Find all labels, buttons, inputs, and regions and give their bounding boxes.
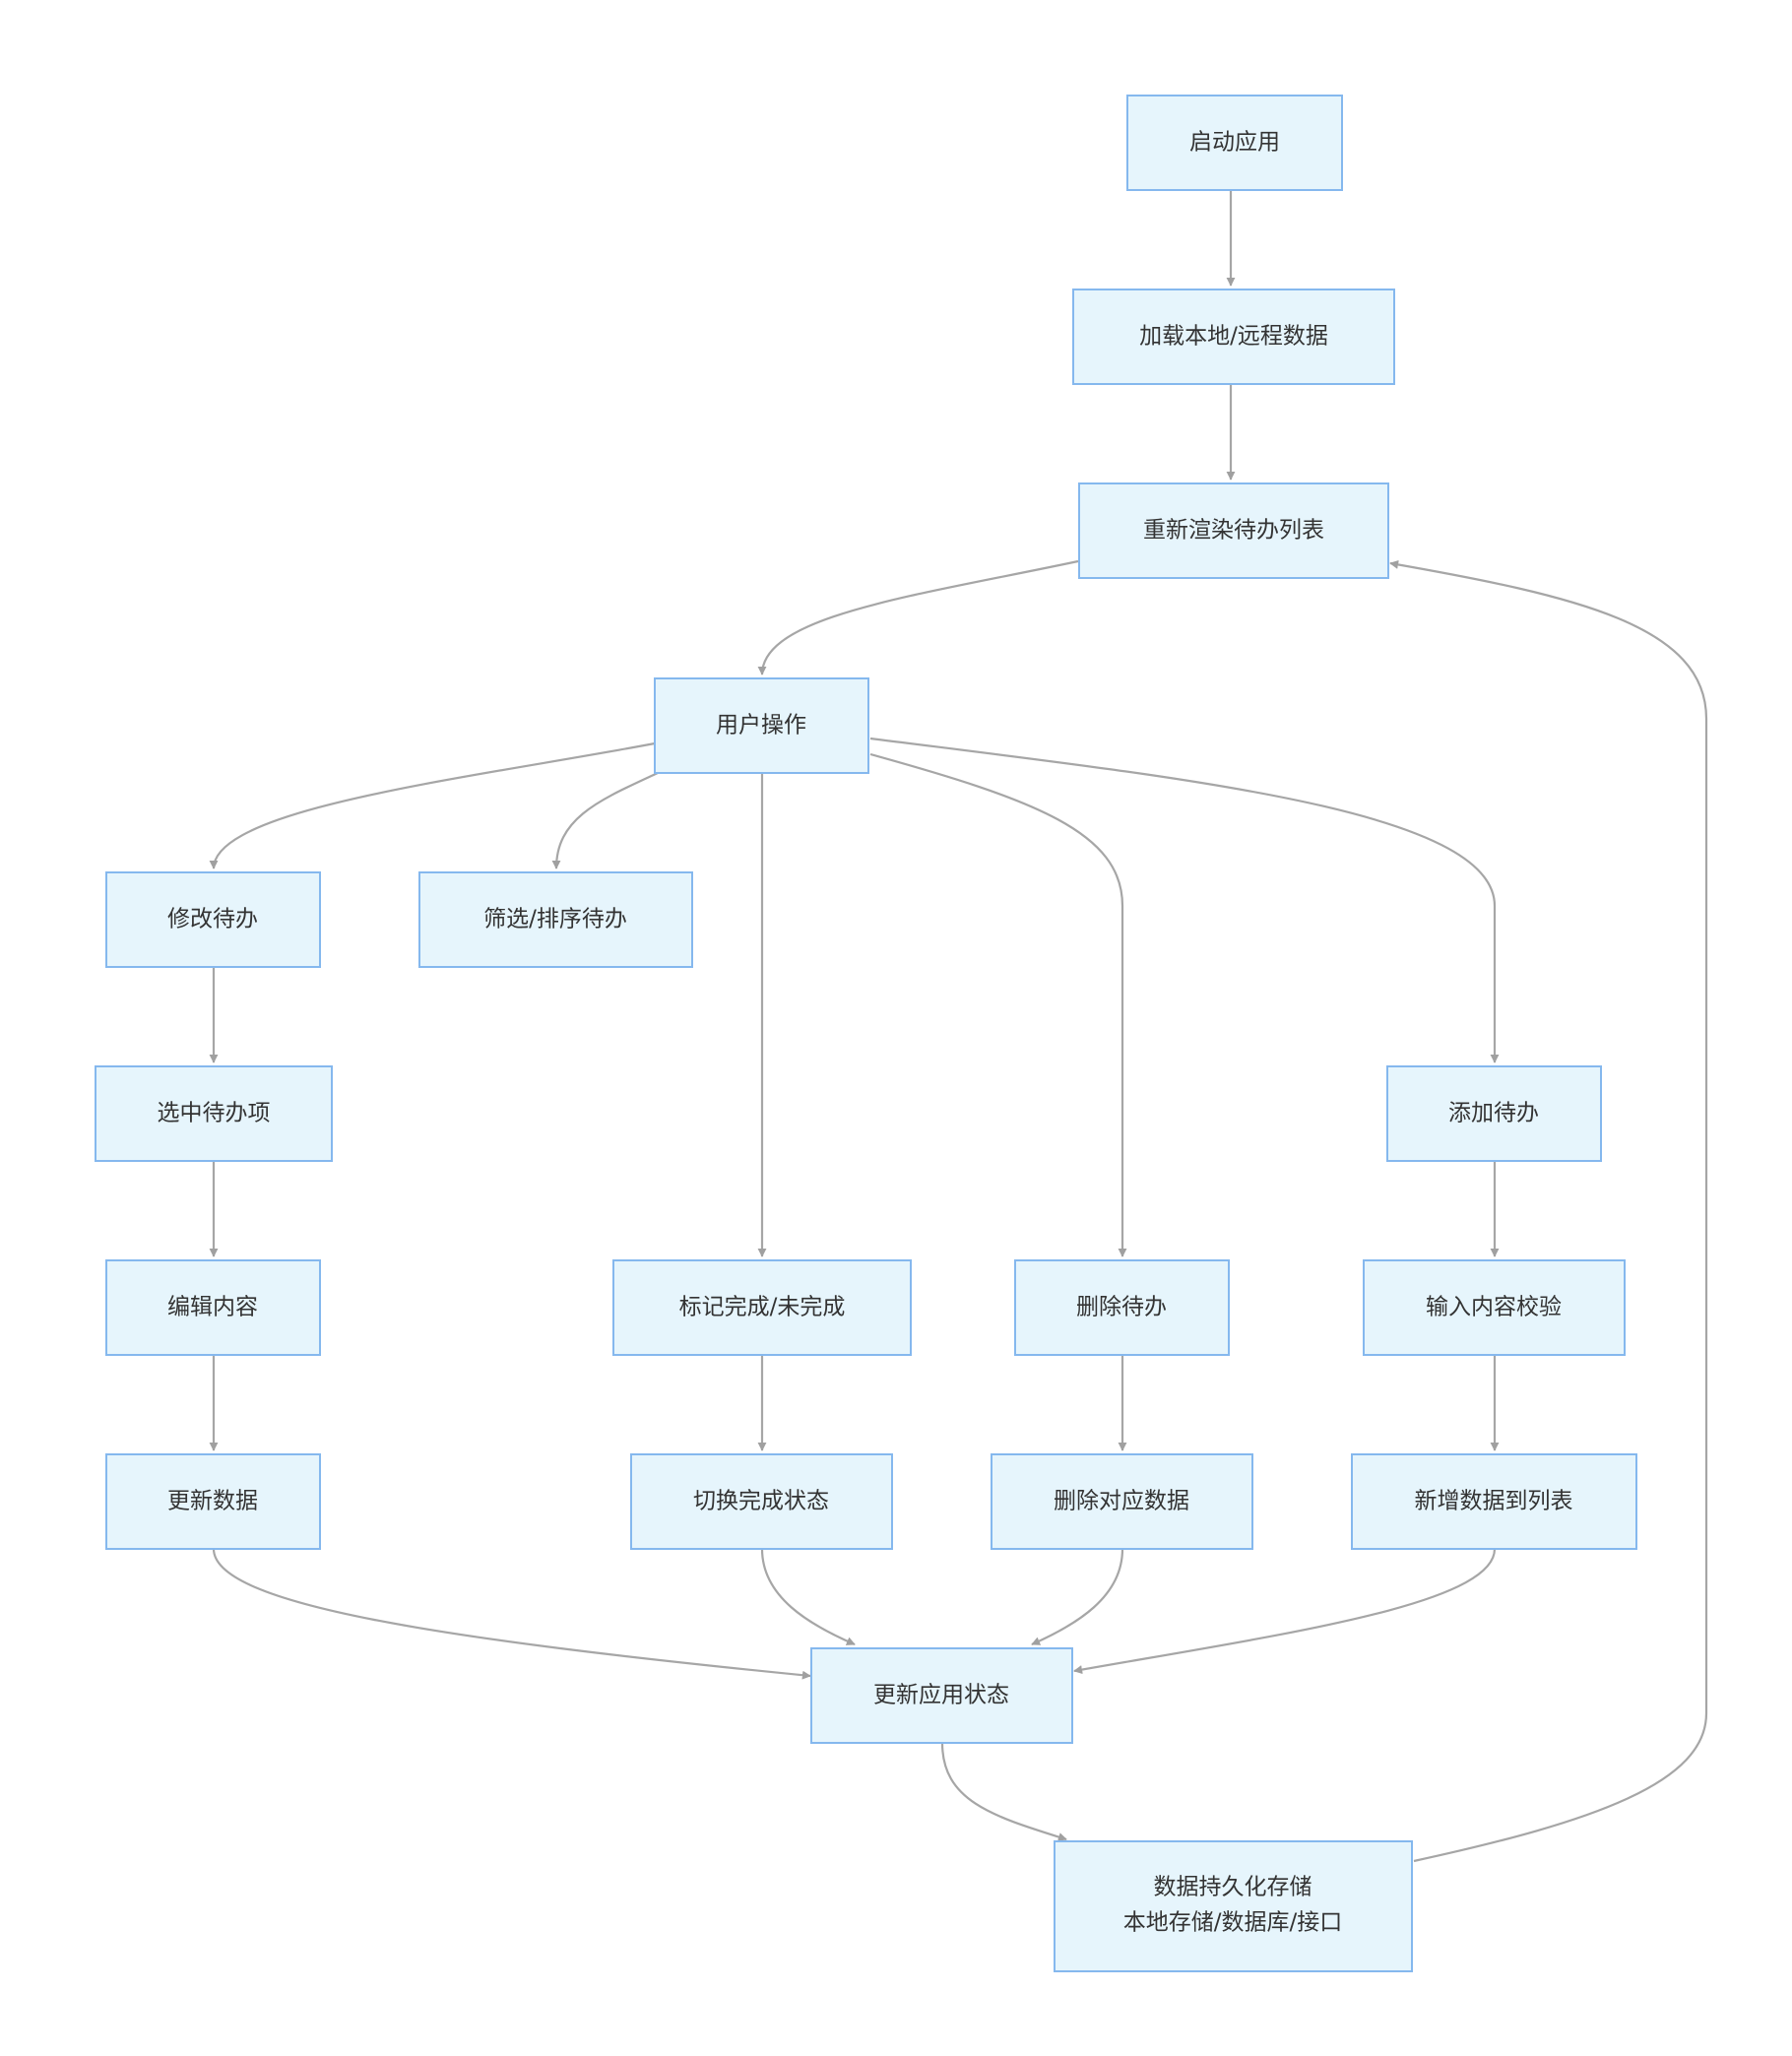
node-render-label: 重新渲染待办列表 (1143, 518, 1324, 544)
node-update-data-label: 更新数据 (167, 1489, 258, 1514)
node-filter-label: 筛选/排序待办 (483, 907, 627, 932)
node-delete-data-label: 删除对应数据 (1054, 1489, 1189, 1514)
node-delete-data[interactable]: 删除对应数据 (991, 1453, 1253, 1550)
node-validate-label: 输入内容校验 (1426, 1295, 1562, 1320)
node-load[interactable]: 加载本地/远程数据 (1072, 289, 1395, 385)
node-edit[interactable]: 编辑内容 (105, 1259, 321, 1356)
node-persist-label-line1: 数据持久化存储 (1154, 1875, 1312, 1900)
edge-persist-to-render (1389, 559, 1708, 1863)
node-select[interactable]: 选中待办项 (95, 1065, 333, 1162)
edge-user-op-to-filter (551, 772, 659, 869)
node-toggle[interactable]: 切换完成状态 (630, 1453, 893, 1550)
node-add[interactable]: 添加待办 (1386, 1065, 1602, 1162)
node-start[interactable]: 启动应用 (1126, 95, 1343, 191)
edge-user-op-to-add (869, 737, 1500, 1063)
node-modify-label: 修改待办 (167, 907, 258, 932)
node-mark-label: 标记完成/未完成 (679, 1295, 846, 1320)
node-add-data[interactable]: 新增数据到列表 (1351, 1453, 1637, 1550)
node-validate[interactable]: 输入内容校验 (1363, 1259, 1626, 1356)
edge-user-op-to-delete (869, 752, 1127, 1257)
edge-user-op-to-modify (209, 741, 656, 869)
node-edit-label: 编辑内容 (167, 1295, 258, 1320)
node-delete[interactable]: 删除待办 (1014, 1259, 1230, 1356)
node-select-label: 选中待办项 (158, 1101, 271, 1126)
node-delete-label: 删除待办 (1076, 1295, 1167, 1320)
node-user-op-label: 用户操作 (716, 713, 806, 739)
node-start-label: 启动应用 (1189, 130, 1280, 156)
node-update-state[interactable]: 更新应用状态 (810, 1647, 1073, 1744)
edge-update-state-to-persist (940, 1742, 1067, 1841)
node-render[interactable]: 重新渲染待办列表 (1078, 482, 1389, 579)
node-filter[interactable]: 筛选/排序待办 (418, 871, 693, 968)
edge-render-to-user-op (757, 559, 1079, 675)
node-add-data-label: 新增数据到列表 (1415, 1489, 1573, 1514)
edge-add-data-to-update-state (1073, 1548, 1497, 1675)
nodes: 启动应用 加载本地/远程数据 重新渲染待办列表 用户操作 修改待办 筛选/排序待… (95, 95, 1637, 1972)
node-mark[interactable]: 标记完成/未完成 (612, 1259, 912, 1356)
node-persist-label-line2: 本地存储/数据库/接口 (1123, 1910, 1343, 1936)
edges (209, 190, 1708, 1863)
node-add-label: 添加待办 (1448, 1101, 1539, 1126)
node-user-op[interactable]: 用户操作 (654, 677, 869, 774)
edge-delete-data-to-update-state (1031, 1548, 1124, 1646)
node-toggle-label: 切换完成状态 (693, 1489, 829, 1514)
edge-update-data-to-update-state (212, 1548, 811, 1680)
node-persist[interactable]: 数据持久化存储 本地存储/数据库/接口 (1054, 1840, 1413, 1972)
node-load-label: 加载本地/远程数据 (1139, 324, 1328, 350)
node-update-state-label: 更新应用状态 (873, 1683, 1009, 1708)
node-modify[interactable]: 修改待办 (105, 871, 321, 968)
edge-toggle-to-update-state (760, 1548, 856, 1646)
node-update-data[interactable]: 更新数据 (105, 1453, 321, 1550)
